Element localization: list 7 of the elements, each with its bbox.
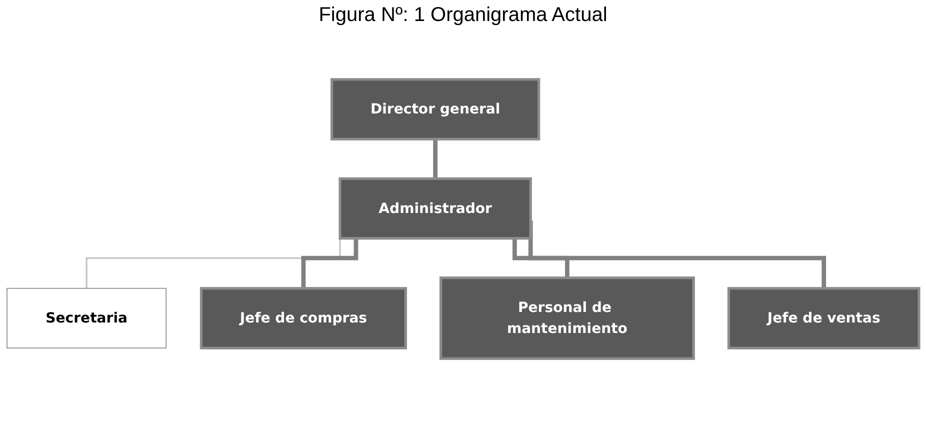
node-box: Personal de mantenimiento (439, 276, 695, 360)
node-box: Jefe de compras (200, 287, 407, 350)
figure-title: Figura Nº: 1 Organigrama Actual (318, 4, 608, 27)
node-box: Director general (330, 78, 540, 140)
node-box: Jefe de ventas (727, 287, 920, 350)
node-box: Administrador (338, 177, 532, 240)
node-box: Secretaria (6, 288, 167, 348)
